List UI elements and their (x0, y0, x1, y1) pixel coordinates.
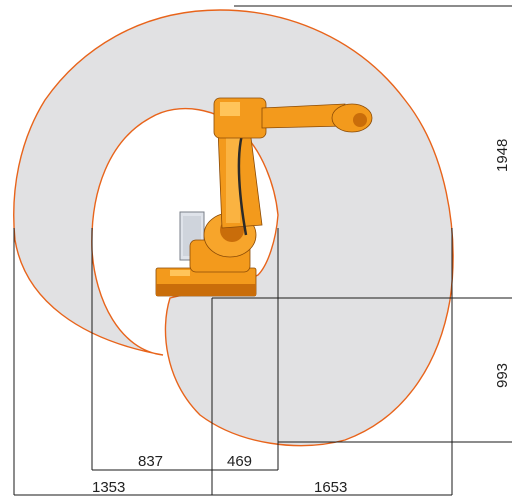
label-1948: 1948 (494, 139, 511, 172)
industrial-robot-illustration (155, 97, 373, 297)
dimension-lines (13, 5, 512, 496)
label-1653: 1653 (314, 479, 347, 496)
label-469: 469 (227, 453, 252, 470)
label-993: 993 (494, 363, 511, 388)
label-1353: 1353 (92, 479, 125, 496)
label-837: 837 (138, 453, 163, 470)
